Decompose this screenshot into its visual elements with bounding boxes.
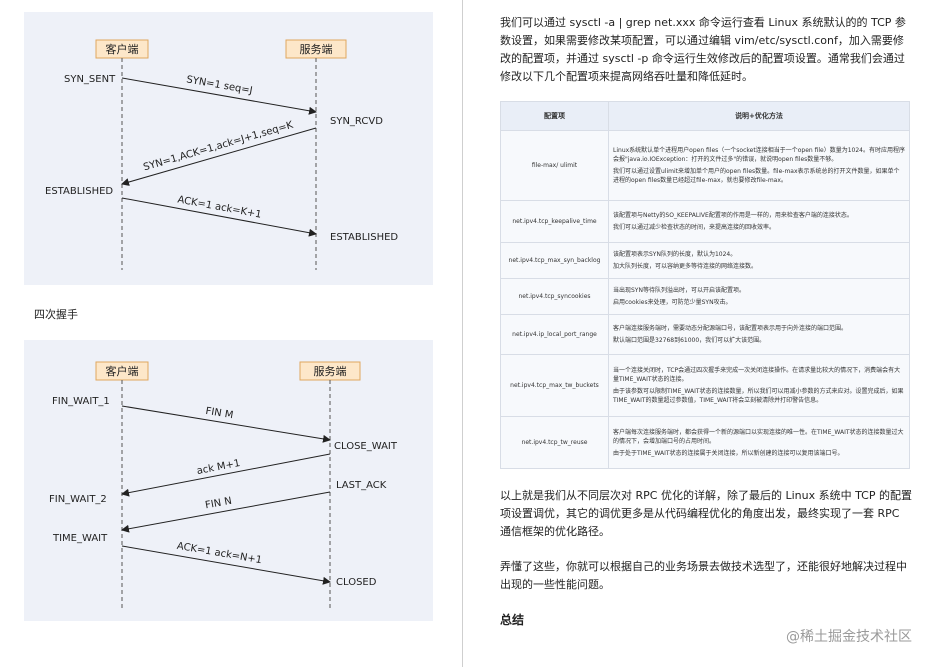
desc-line: 客户端连接服务端时，需要动态分配源端口号，该配置项表示用于向外连接的端口范围。 xyxy=(613,325,848,332)
arrow-ack-n xyxy=(121,545,331,585)
desc-line: Linux系统默认单个进程用户open files（一个socket连接相当于一… xyxy=(613,147,906,163)
watermark: @稀土掘金技术社区 xyxy=(786,629,912,645)
state-established-server: ESTABLISHED xyxy=(330,232,398,243)
server-label: 服务端 xyxy=(300,43,333,56)
message-ack-m: ack M+1 xyxy=(196,458,241,477)
column-header: 配置项 xyxy=(500,101,609,131)
config-key: net.ipv4.ip_local_port_range xyxy=(500,314,609,355)
table-row: net.ipv4.tcp_syncookies 当出现SYN等待队列溢出时，可以… xyxy=(500,278,910,315)
arrow-ack-m xyxy=(121,453,331,497)
desc-line: 默认端口范围是32768到61000，我们可以扩大该范围。 xyxy=(613,337,766,344)
message-ack: ACK=1 ack=K+1 xyxy=(177,194,263,220)
config-key: file-max/ ulimit xyxy=(500,130,609,201)
desc-line: 该配置项表示SYN队列的长度，默认为1024。 xyxy=(613,251,737,258)
message-fin-m: FIN M xyxy=(205,406,234,421)
table-row: file-max/ ulimit Linux系统默认单个进程用户open fil… xyxy=(500,130,910,201)
page-divider xyxy=(462,0,463,667)
config-key: net.ipv4.tcp_max_syn_backlog xyxy=(500,242,609,279)
right-page: 我们可以通过 sysctl -a | grep net.xxx 命令运行查看 L… xyxy=(470,0,932,667)
config-desc: 客户端连接服务端时，需要动态分配源端口号，该配置项表示用于向外连接的端口范围。 … xyxy=(608,314,910,355)
config-key: net.ipv4.tcp_syncookies xyxy=(500,278,609,315)
desc-line: 当一个连接关闭时，TCP会通过四次握手来完成一次关闭连接操作。在请求量比较大的情… xyxy=(613,367,901,383)
wave-diagram: 客户端 服务端 FIN_WAIT_1 CLOSE_WAIT LAST_ACK F… xyxy=(24,340,433,621)
arrow-ack xyxy=(121,197,317,237)
message-syn: SYN=1 seq=J xyxy=(186,74,254,96)
state-syn-rcvd: SYN_RCVD xyxy=(330,116,383,127)
state-time-wait: TIME_WAIT xyxy=(52,533,108,544)
summary-paragraph-1: 以上就是我们从不同层次对 RPC 优化的详解，除了最后的 Linux 系统中 T… xyxy=(500,489,912,538)
handshake-diagram-svg: 客户端 服务端 SYN_SENT SYN_RCVD ESTABLISHED ES… xyxy=(45,39,398,270)
config-desc: 当一个连接关闭时，TCP会通过四次握手来完成一次关闭连接操作。在请求量比较大的情… xyxy=(608,354,910,417)
intro-paragraph: 我们可以通过 sysctl -a | grep net.xxx 命令运行查看 L… xyxy=(500,16,906,83)
four-wave-caption: 四次握手 xyxy=(34,308,78,321)
desc-line: 加大队列长度，可以容纳更多等待连接的网络连接数。 xyxy=(613,263,758,270)
config-desc: 该配置项表示SYN队列的长度，默认为1024。 加大队列长度，可以容纳更多等待连… xyxy=(608,242,910,279)
table-row: net.ipv4.tcp_keepalive_time 该配置项与Netty的S… xyxy=(500,200,910,243)
state-syn-sent: SYN_SENT xyxy=(64,74,116,85)
left-page: 客户端 服务端 SYN_SENT SYN_RCVD ESTABLISHED ES… xyxy=(0,0,462,667)
desc-line: 由于该参数可以限制TIME_WAIT状态的连接数量，所以我们可以用减小参数的方式… xyxy=(613,388,904,404)
table-row: net.ipv4.ip_local_port_range 客户端连接服务端时，需… xyxy=(500,314,910,355)
table-row: net.ipv4.tcp_tw_reuse 客户端每次连接服务端时，都会获得一个… xyxy=(500,416,910,469)
desc-line: 客户端每次连接服务端时，都会获得一个新的源端口以实现连接的唯一性。在TIME_W… xyxy=(613,428,904,445)
config-key: net.ipv4.tcp_max_tw_buckets xyxy=(500,354,609,417)
state-last-ack: LAST_ACK xyxy=(336,480,387,491)
table-row: net.ipv4.tcp_max_tw_buckets 当一个连接关闭时，TCP… xyxy=(500,354,910,417)
config-desc: Linux系统默认单个进程用户open files（一个socket连接相当于一… xyxy=(608,130,910,201)
state-fin-wait-2: FIN_WAIT_2 xyxy=(49,494,107,505)
arrow-fin-m xyxy=(121,405,331,443)
server-label: 服务端 xyxy=(314,365,347,378)
summary-paragraph-2: 弄懂了这些，你就可以根据自己的业务场景去做技术选型了，还能很好地解决过程中出现的… xyxy=(500,560,907,591)
state-fin-wait-1: FIN_WAIT_1 xyxy=(52,396,110,407)
desc-line: 我们可以通过减少检查状态的时间，来提高连接的回收效率。 xyxy=(613,224,776,231)
column-header: 说明+优化方法 xyxy=(608,101,910,131)
desc-line: 启用cookies来处理，可防范少量SYN攻击。 xyxy=(613,299,732,306)
config-key: net.ipv4.tcp_keepalive_time xyxy=(500,200,609,243)
message-syn-ack: SYN=1,ACK=1,ack=J+1,seq=K xyxy=(142,120,295,174)
tcp-config-table: 配置项 说明+优化方法 file-max/ ulimit Linux系统默认单个… xyxy=(500,101,910,469)
config-desc: 当出现SYN等待队列溢出时，可以开启该配置项。 启用cookies来处理，可防范… xyxy=(608,278,910,315)
table-row: net.ipv4.tcp_max_syn_backlog 该配置项表示SYN队列… xyxy=(500,242,910,279)
config-desc: 该配置项与Netty的SO_KEEPALIVE配置项的作用是一样的，用来检查客户… xyxy=(608,200,910,243)
arrow-fin-n xyxy=(121,491,331,533)
config-desc: 客户端每次连接服务端时，都会获得一个新的源端口以实现连接的唯一性。在TIME_W… xyxy=(608,416,910,469)
arrow-syn-ack xyxy=(121,127,317,186)
config-key: net.ipv4.tcp_tw_reuse xyxy=(500,416,609,469)
state-established-client: ESTABLISHED xyxy=(45,186,113,197)
client-label: 客户端 xyxy=(106,42,139,56)
message-fin-n: FIN N xyxy=(204,496,232,512)
desc-line: 该配置项与Netty的SO_KEEPALIVE配置项的作用是一样的，用来检查客户… xyxy=(613,212,853,219)
desc-line: 当出现SYN等待队列溢出时，可以开启该配置项。 xyxy=(613,287,745,294)
arrow-syn xyxy=(121,77,317,115)
table-header-row: 配置项 说明+优化方法 xyxy=(500,101,910,131)
wave-diagram-svg: 客户端 服务端 FIN_WAIT_1 CLOSE_WAIT LAST_ACK F… xyxy=(49,361,398,608)
handshake-diagram: 客户端 服务端 SYN_SENT SYN_RCVD ESTABLISHED ES… xyxy=(24,12,433,285)
section-title: 总结 xyxy=(500,613,525,627)
desc-line: 由于处于TIME_WAIT状态的连接属于关闭连接，所以新创建的连接可以复用该端口… xyxy=(613,449,844,457)
state-closed: CLOSED xyxy=(336,577,377,588)
state-close-wait: CLOSE_WAIT xyxy=(334,441,398,452)
desc-line: 我们可以通过设置ulimit来增加单个用户的open files数量。file-… xyxy=(613,168,900,184)
client-label: 客户端 xyxy=(106,364,139,378)
